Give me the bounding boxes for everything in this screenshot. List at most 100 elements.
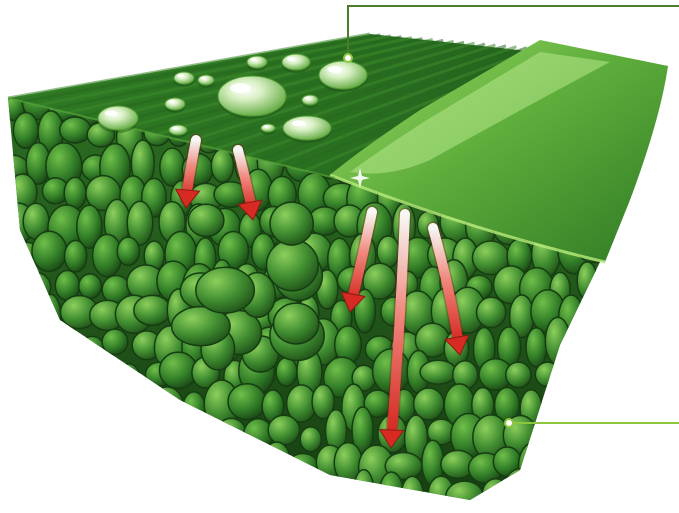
mesophyll-cell [588,480,608,509]
mesophyll-cell [493,447,521,476]
mesophyll-cell [274,303,319,344]
mesophyll-cell [79,274,102,299]
mesophyll-cell [168,421,196,456]
mesophyll-cell [183,392,205,424]
mesophyll-cell [576,384,603,421]
mesophyll-cell [134,295,171,325]
mesophyll-cell [605,480,638,506]
mesophyll-cell [188,204,224,236]
mesophyll-cell [300,427,321,452]
mesophyll-cell [270,202,313,245]
mesophyll-cell [482,479,509,510]
mesophyll-cell [613,353,634,387]
mesophyll-cell [104,380,129,426]
mesophyll-cell [119,420,142,459]
mesophyll-cell [571,329,603,367]
mesophyll-cell [194,418,215,461]
mesophyll-cell [553,485,586,513]
mesophyll-cell [267,240,319,291]
mesophyll-cell [204,450,238,486]
mesophyll-cell [401,476,423,513]
mesophyll-cell [217,418,246,445]
mesophyll-cell [25,386,52,432]
mesophyll-cell [594,325,631,367]
mesophyll-cell [60,117,91,143]
mesophyll-cell [60,424,91,449]
mesophyll-cell [11,363,36,390]
mesophyll-cell [594,267,631,297]
mesophyll-cell [268,415,299,445]
mesophyll-cell [420,360,456,384]
mesophyll-cell [22,273,51,303]
mesophyll-cell [588,299,615,336]
mesophyll-cell [115,475,139,513]
mesophyll-cell [177,449,211,481]
water-droplet-icon [174,72,194,87]
mesophyll-cell [506,362,531,388]
mesophyll-cell [536,425,561,449]
water-droplet-icon [169,125,187,138]
mesophyll-cell [477,297,506,327]
mesophyll-cell [589,410,612,453]
mesophyll-cell [95,361,117,391]
mesophyll-cell [41,294,61,339]
mesophyll-cell [151,387,183,423]
mesophyll-cell [32,231,67,271]
mesophyll-cell [276,357,297,386]
mesophyll-cell [535,362,560,386]
mesophyll-cell [54,457,83,483]
mesophyll-cell [37,419,75,456]
mesophyll-cell [557,360,589,393]
mesophyll-cell [379,472,403,513]
mesophyll-cell [545,317,570,365]
mesophyll-cell [85,479,122,507]
mesophyll-cell [42,479,69,513]
mesophyll-cell [71,352,91,396]
mesophyll-cell [446,481,484,512]
mesophyll-cell [377,236,400,267]
mesophyll-cell [247,474,275,510]
mesophyll-cell [131,448,159,477]
mesophyll-cell [117,237,139,265]
mesophyll-cell [134,388,158,420]
mesophyll-cell [102,329,128,354]
callout-dot-icon [344,54,352,62]
mesophyll-cell [270,471,307,513]
water-droplet-icon [98,106,138,133]
mesophyll-cell [288,453,318,477]
mesophyll-cell [606,246,640,272]
mesophyll-cell [11,294,34,330]
mesophyll-cell [237,453,259,479]
mesophyll-cell [2,318,25,362]
mesophyll-cell [533,480,555,505]
mesophyll-cell [49,385,81,421]
mesophyll-cell [526,328,547,367]
water-droplet-icon [282,54,310,73]
mesophyll-cell [317,479,352,504]
mesophyll-cell [615,292,637,337]
mesophyll-cell [518,443,545,489]
water-droplet-icon [319,61,367,92]
water-droplet-icon [218,76,286,119]
mesophyll-cell [71,475,91,507]
mesophyll-cell [503,469,540,513]
mesophyll-cell [8,476,40,505]
mesophyll-cell [211,149,233,182]
mesophyll-cell [228,384,266,420]
mesophyll-cell [607,426,641,451]
mesophyll-cell [0,268,27,304]
mesophyll-cell [141,482,164,508]
water-droplet-icon [261,124,275,135]
callout-dot-icon [505,419,513,427]
mesophyll-cell [196,267,254,313]
mesophyll-cell [99,453,130,478]
mesophyll-cell [577,262,597,300]
mesophyll-cell [167,473,202,513]
mesophyll-cell [21,443,55,480]
mesophyll-cell [263,442,290,479]
mesophyll-cell [80,384,101,417]
mesophyll-cell [78,448,112,476]
mesophyll-cell [556,419,583,459]
